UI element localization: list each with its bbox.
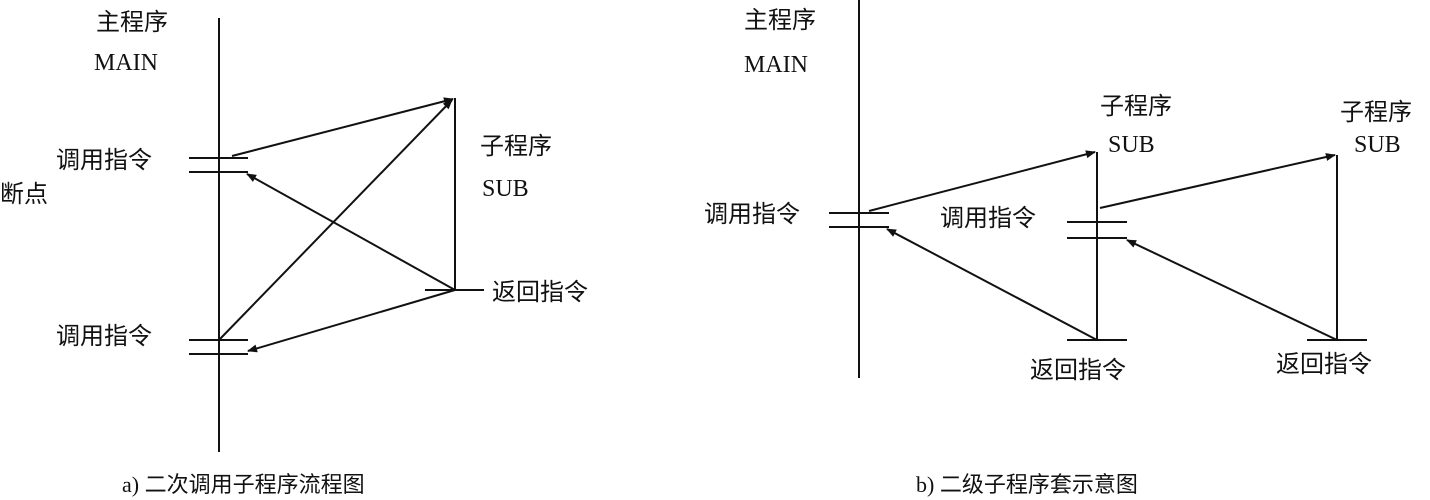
call-instruction-label-1: 调用指令 [56,146,152,174]
subroutine-1-name: SUB [1108,132,1155,158]
subroutine-1-title: 子程序 [1100,92,1172,120]
return-instruction-label-b1: 返回指令 [1030,356,1126,384]
subroutine-2-title: 子程序 [1340,98,1412,126]
breakpoint-label: 断点 [0,180,48,208]
return-arrow-sub-to-main [886,228,1098,341]
main-program-name-b: MAIN [744,52,808,78]
sub-call-instruction-label: 调用指令 [940,204,1036,232]
caption-a: a) 二次调用子程序流程图 [122,472,365,497]
call-arrow-main-to-sub [868,150,1096,212]
main-program-title-a: 主程序 [96,8,168,36]
call-arrow-2 [218,99,453,341]
return-instruction-label-b2: 返回指令 [1276,350,1372,378]
diagram-a: 主程序 MAIN 子程序 SUB 调用指令 断点 调用指令 返回指令 a) 二次… [0,8,588,497]
call-instruction-label-2: 调用指令 [56,322,152,350]
subroutine-2-name: SUB [1354,132,1401,158]
main-call-instruction-label: 调用指令 [704,200,800,228]
diagram-b: 主程序 MAIN 子程序 SUB 子程序 SUB 调用指令 调用指令 返回指令 … [704,0,1412,497]
return-arrow-sub2-to-sub1 [1126,239,1338,341]
return-arrow-2 [247,289,456,353]
main-program-title-b: 主程序 [744,6,816,34]
subroutine-name-a: SUB [482,176,529,202]
return-instruction-label-a: 返回指令 [492,278,588,306]
return-arrow-1 [246,173,456,291]
call-arrow-1 [231,97,454,157]
call-arrow-sub-to-sub [1099,153,1336,209]
caption-b: b) 二级子程序套示意图 [916,472,1138,497]
main-program-name-a: MAIN [94,50,158,76]
subroutine-title-a: 子程序 [480,132,552,160]
